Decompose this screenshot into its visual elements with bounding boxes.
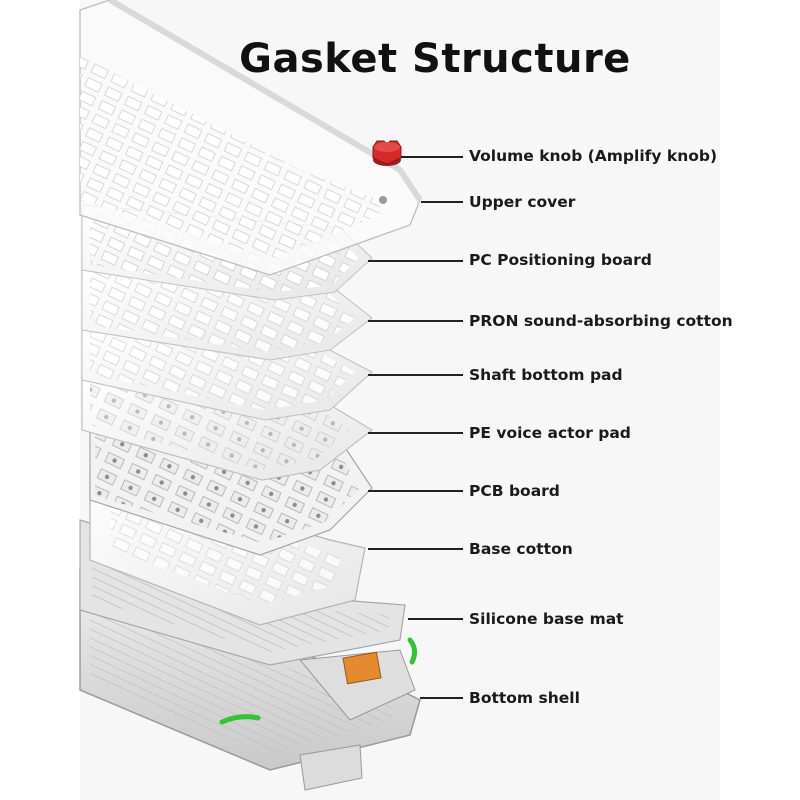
layer-label-silicone-base-mat: Silicone base mat [469,610,624,628]
layer-label-shaft-bottom-pad: Shaft bottom pad [469,366,623,384]
layer-label-base-cotton: Base cotton [469,540,573,558]
layer-label-pron-cotton: PRON sound-absorbing cotton [469,312,733,330]
layer-label-pc-positioning-board: PC Positioning board [469,251,652,269]
layer-label-bottom-shell: Bottom shell [469,689,580,707]
diagram-title: Gasket Structure [239,36,631,82]
leader-line [401,156,463,158]
leader-line [368,374,463,376]
volume-knob-icon [372,140,402,166]
upper-cover-layer [79,0,423,276]
gasket-strip-icon [407,637,418,665]
leader-line [420,697,463,699]
leader-line [421,201,463,203]
leader-line [408,618,463,620]
leader-line [368,490,463,492]
layer-label-pcb-board: PCB board [469,482,560,500]
leader-line [368,320,463,322]
leader-line [368,432,463,434]
leader-line [368,548,463,550]
layer-label-upper-cover: Upper cover [469,193,576,211]
layer-label-pe-voice-actor-pad: PE voice actor pad [469,424,631,442]
gasket-strip-icon [219,714,261,725]
leader-line [368,260,463,262]
layer-label-volume-knob: Volume knob (Amplify knob) [469,147,718,165]
